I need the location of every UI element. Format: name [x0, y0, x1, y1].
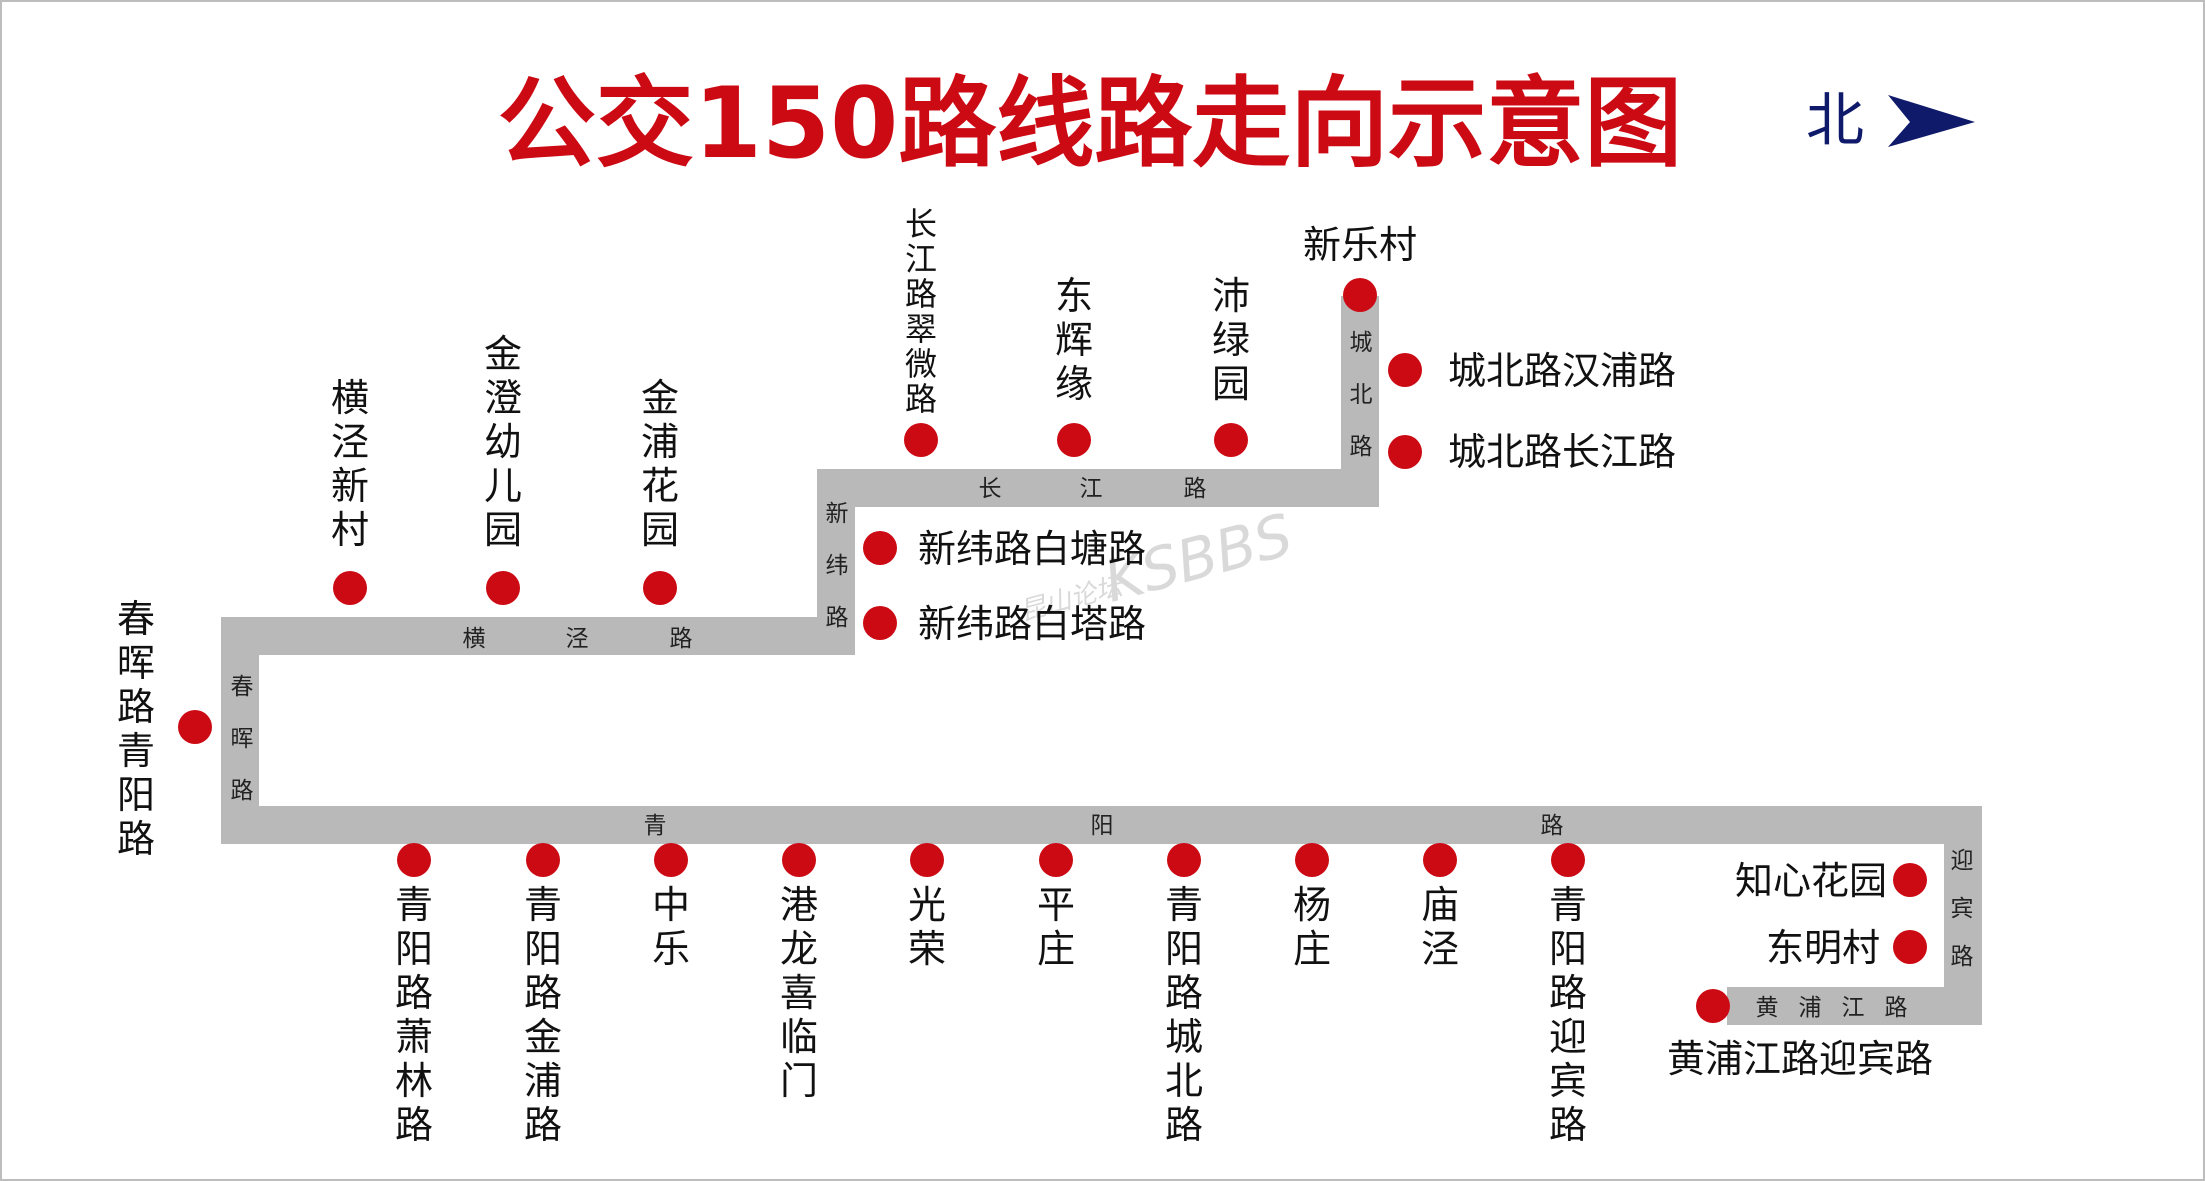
stop-marker-dongmingcun — [1893, 930, 1927, 964]
stop-marker-zhongle — [654, 843, 688, 877]
road-labels: 春晖路 横泾路 新纬路 长江路 城北路 青阳路 迎宾路 黄浦江路 — [231, 330, 1974, 1021]
stop-marker-ganglong-xilinmen — [782, 843, 816, 877]
stop-label-qingyang-chengbei: 青阳路城北路 — [1165, 883, 1203, 1147]
stop-label-miaojing: 庙泾 — [1421, 883, 1459, 971]
stop-labels: 春晖路青阳路 横泾新村 金澄幼儿园 金浦花园 新纬路白塘路 新纬路白塔路 长江路… — [117, 205, 1933, 1147]
stop-marker-zhixin-huayuan — [1893, 863, 1927, 897]
road-label-qingyang: 青阳路 — [644, 813, 1564, 839]
stop-marker-qingyang-yingbin — [1551, 843, 1585, 877]
stop-label-qingyang-xiaolin: 青阳路萧林路 — [395, 883, 433, 1147]
stop-marker-changjiang-cuiwei — [904, 423, 938, 457]
stop-marker-peilvyuan — [1214, 423, 1248, 457]
stop-label-zhixin-huayuan: 知心花园 — [1735, 859, 1887, 903]
stop-label-hengjing-xincun: 横泾新村 — [331, 376, 369, 552]
road-label-yingbin: 迎宾路 — [1951, 848, 1974, 970]
road-label-hengjing: 横泾路 — [463, 626, 693, 652]
road-label-huangpujiang: 黄浦江路 — [1756, 995, 1908, 1021]
stop-label-jindeng-youeryuan: 金澄幼儿园 — [484, 332, 522, 552]
route-line-south — [221, 806, 1982, 1025]
route-line-north — [221, 296, 1379, 810]
stop-marker-qingyang-jinpu — [526, 843, 560, 877]
stop-label-guangrong: 光荣 — [908, 883, 946, 971]
stop-marker-pingzhuang — [1039, 843, 1073, 877]
stop-label-zhongle: 中乐 — [652, 883, 690, 971]
stop-marker-yangzhuang — [1295, 843, 1329, 877]
stop-label-qingyang-yingbin: 青阳路迎宾路 — [1549, 883, 1587, 1147]
stop-label-donghuiyuan: 东辉缘 — [1055, 274, 1093, 406]
stop-marker-chunhui-qingyang — [178, 710, 212, 744]
north-label: 北 — [1806, 86, 1864, 154]
stop-marker-guangrong — [910, 843, 944, 877]
road-label-chunhui: 春晖路 — [231, 674, 254, 804]
stop-marker-chengbei-changjiang — [1388, 435, 1422, 469]
stop-markers — [178, 278, 1927, 1023]
stop-marker-miaojing — [1423, 843, 1457, 877]
north-arrow-icon — [1888, 95, 1975, 147]
map-title: 公交150路线路走向示意图 — [498, 67, 1683, 181]
stop-marker-jindeng-youeryuan — [486, 571, 520, 605]
stop-label-huangpujiang-yingbin: 黄浦江路迎宾路 — [1667, 1037, 1933, 1081]
stop-marker-xinwei-baita — [863, 606, 897, 640]
stop-label-chengbei-changjiang: 城北路长江路 — [1448, 430, 1676, 474]
road-label-xinwei: 新纬路 — [826, 501, 849, 631]
stop-marker-donghuiyuan — [1057, 423, 1091, 457]
stop-label-xinwei-baitang: 新纬路白塘路 — [918, 527, 1146, 571]
stop-label-chunhui-qingyang: 春晖路青阳路 — [117, 597, 155, 861]
road-label-chengbei: 城北路 — [1350, 330, 1373, 460]
stop-marker-hengjing-xincun — [333, 571, 367, 605]
stop-label-jinpu-huayuan: 金浦花园 — [641, 376, 679, 552]
stop-marker-xinlecun — [1343, 278, 1377, 312]
stop-label-ganglong-xilinmen: 港龙喜临门 — [780, 883, 818, 1103]
stop-marker-xinwei-baitang — [863, 531, 897, 565]
stop-label-peilvyuan: 沛绿园 — [1212, 274, 1250, 406]
stop-label-xinwei-baita: 新纬路白塔路 — [918, 602, 1146, 646]
stop-label-chengbei-hanpu: 城北路汉浦路 — [1448, 349, 1676, 393]
stop-label-changjiang-cuiwei: 长江路翠微路 — [905, 205, 937, 418]
stop-marker-huangpujiang-yingbin — [1696, 989, 1730, 1023]
stop-label-xinlecun: 新乐村 — [1303, 223, 1417, 267]
stop-marker-qingyang-xiaolin — [397, 843, 431, 877]
stop-marker-qingyang-chengbei — [1167, 843, 1201, 877]
stop-marker-chengbei-hanpu — [1388, 353, 1422, 387]
stop-label-yangzhuang: 杨庄 — [1293, 883, 1331, 971]
stop-label-pingzhuang: 平庄 — [1037, 883, 1075, 971]
road-label-changjiang: 长江路 — [979, 476, 1207, 502]
stop-label-qingyang-jinpu: 青阳路金浦路 — [524, 883, 562, 1147]
stop-marker-jinpu-huayuan — [643, 571, 677, 605]
stop-label-dongmingcun: 东明村 — [1766, 926, 1880, 970]
